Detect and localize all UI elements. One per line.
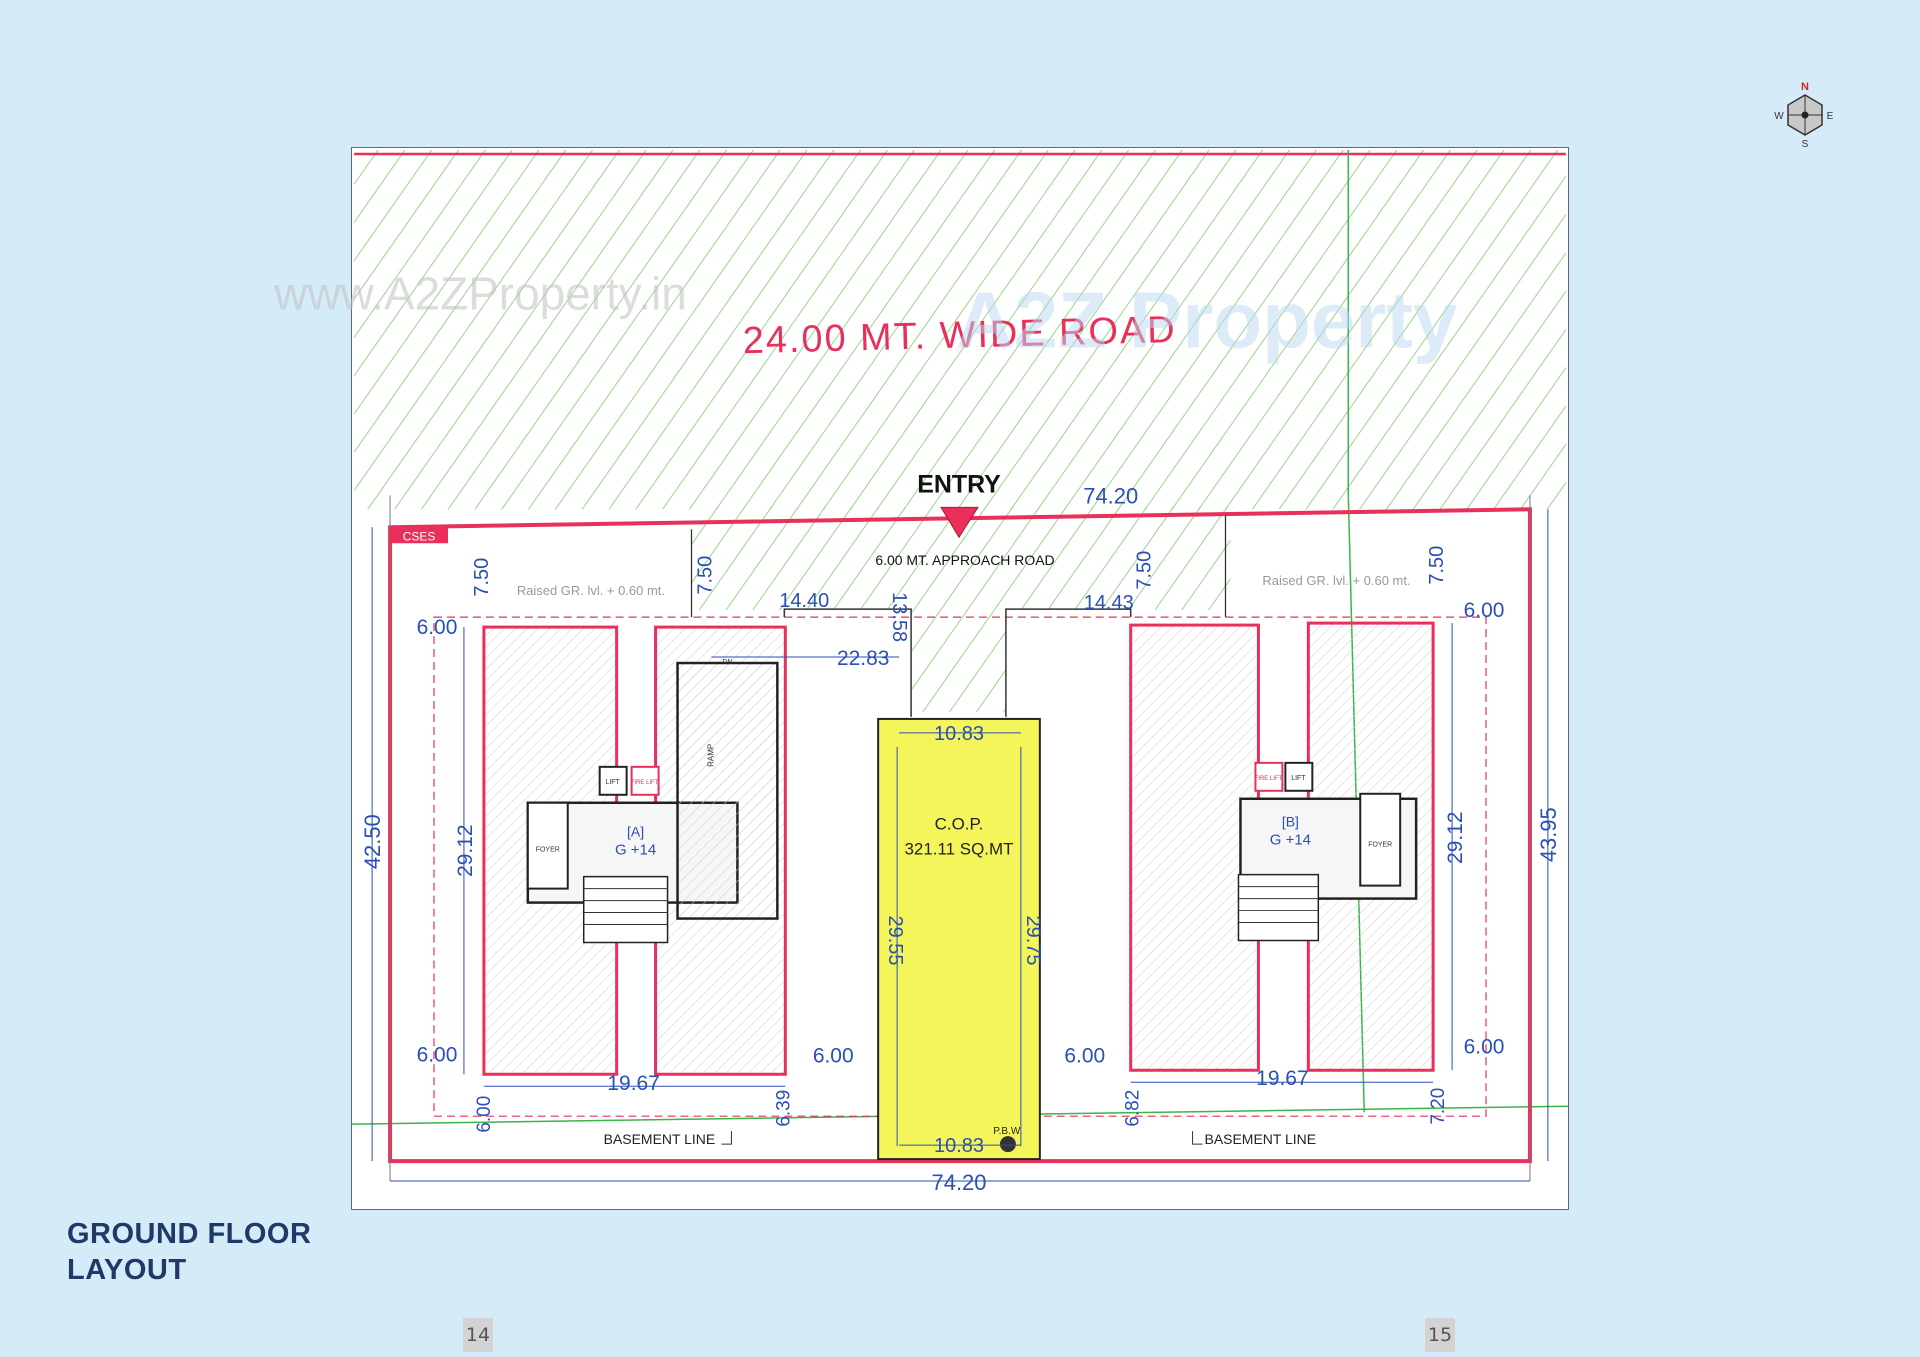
dim-a-front-2: 7.50 [694, 556, 716, 595]
dim-gap-right-top: 14.43 [1084, 592, 1134, 614]
compass-w: W [1774, 111, 1784, 122]
lift-a: LIFT [605, 779, 620, 786]
watermark-logo: A2Z Property [956, 276, 1457, 365]
dim-cop-gap-left: 6.00 [813, 1044, 854, 1067]
dim-cop-left: 29.55 [884, 916, 906, 966]
entry-label: ENTRY [917, 470, 1001, 498]
page-title-line2: LAYOUT [67, 1254, 187, 1286]
foyer-b: FOYER [1368, 842, 1392, 849]
cop-label: C.O.P. [935, 815, 984, 834]
dim-bottom-width: 74.20 [932, 1170, 987, 1195]
dim-a-side-top: 6.00 [417, 616, 458, 639]
stamp: CSES [403, 529, 436, 543]
dim-b-front-1: 7.50 [1134, 551, 1156, 590]
lift-b: LIFT [1291, 775, 1306, 782]
dim-cop-right: 29.75 [1022, 916, 1044, 966]
pbw-label: P.B.W. [993, 1126, 1022, 1137]
dim-b-front-2: 7.50 [1426, 546, 1448, 585]
compass-rose: N S E W [1770, 80, 1840, 150]
tower-a-name: [A] [627, 824, 644, 840]
fire-lift-b: FIRE LIFT [1255, 776, 1283, 782]
raised-right: Raised GR. lvl. + 0.60 mt. [1262, 573, 1410, 588]
road-hatch [354, 149, 1566, 510]
basement-right: BASEMENT LINE [1205, 1131, 1317, 1147]
dim-top-width: 74.20 [1083, 483, 1138, 508]
cop-area [877, 717, 1041, 1161]
dim-a-height: 29.12 [454, 824, 477, 876]
dim-road-width: 22.83 [837, 647, 889, 670]
dim-b-rear-right: 7.20 [1428, 1088, 1449, 1125]
dim-right-depth: 43.95 [1536, 807, 1561, 862]
dim-b-rear-left: 6.82 [1123, 1090, 1144, 1127]
dim-a-rear-right: 6.39 [773, 1090, 794, 1127]
dim-b-side-top: 6.00 [1464, 599, 1505, 622]
compass-s: S [1802, 139, 1809, 150]
dim-cop-top: 10.83 [934, 723, 984, 745]
tower-a-floors: G +14 [615, 842, 656, 859]
page-number-left: 14 [463, 1318, 493, 1352]
dim-cop-gap-right: 6.00 [1064, 1044, 1105, 1067]
tower-b: FOYER FIRE LIFT LIFT [B] G +14 [1129, 621, 1435, 1072]
cop-area-label: 321.11 SQ.MT [905, 840, 1014, 859]
raised-left: Raised GR. lvl. + 0.60 mt. [517, 583, 665, 598]
pbw-circle [999, 1136, 1016, 1153]
tower-b-name: [B] [1282, 814, 1299, 830]
dim-b-height: 29.12 [1444, 811, 1467, 863]
compass-e: E [1827, 111, 1834, 122]
page-title-line1: GROUND FLOOR [67, 1218, 312, 1250]
watermark-url: www.A2ZProperty.in [273, 268, 686, 320]
page-title: GROUND FLOOR LAYOUT [67, 1216, 311, 1288]
dim-b-side-bottom: 6.00 [1464, 1035, 1505, 1058]
fire-lift-a: FIRE LIFT [631, 780, 659, 786]
approach-road-hatch [691, 507, 1231, 712]
page-number-right: 15 [1425, 1318, 1455, 1352]
dim-road-depth: 13.58 [888, 592, 910, 642]
dn-label: DN [722, 659, 732, 666]
dim-gap-left-top: 14.40 [779, 590, 829, 612]
basement-left: BASEMENT LINE [604, 1131, 716, 1147]
tower-b-floors: G +14 [1270, 832, 1311, 849]
dim-a-rear-left: 6.00 [474, 1096, 495, 1133]
foyer-a: FOYER [536, 847, 560, 854]
dim-cop-bottom: 10.83 [934, 1135, 984, 1157]
tower-a: FOYER LIFT FIRE LIFT RAMP DN [A] G +14 [482, 625, 787, 1076]
entry-arrow [940, 506, 979, 539]
dim-b-width: 19.67 [1256, 1067, 1308, 1090]
dim-left-depth: 42.50 [360, 814, 385, 869]
approach-road-label: 6.00 MT. APPROACH ROAD [875, 552, 1054, 568]
site-plan: CSES 24.00 MT. WIDE ROAD www.A2ZProperty… [273, 147, 1569, 1210]
dim-a-front-1: 7.50 [471, 558, 493, 597]
dim-a-width: 19.67 [607, 1072, 659, 1095]
compass-n: N [1801, 81, 1809, 93]
ramp-label: RAMP [706, 744, 715, 767]
dim-a-side-bottom: 6.00 [417, 1043, 458, 1066]
